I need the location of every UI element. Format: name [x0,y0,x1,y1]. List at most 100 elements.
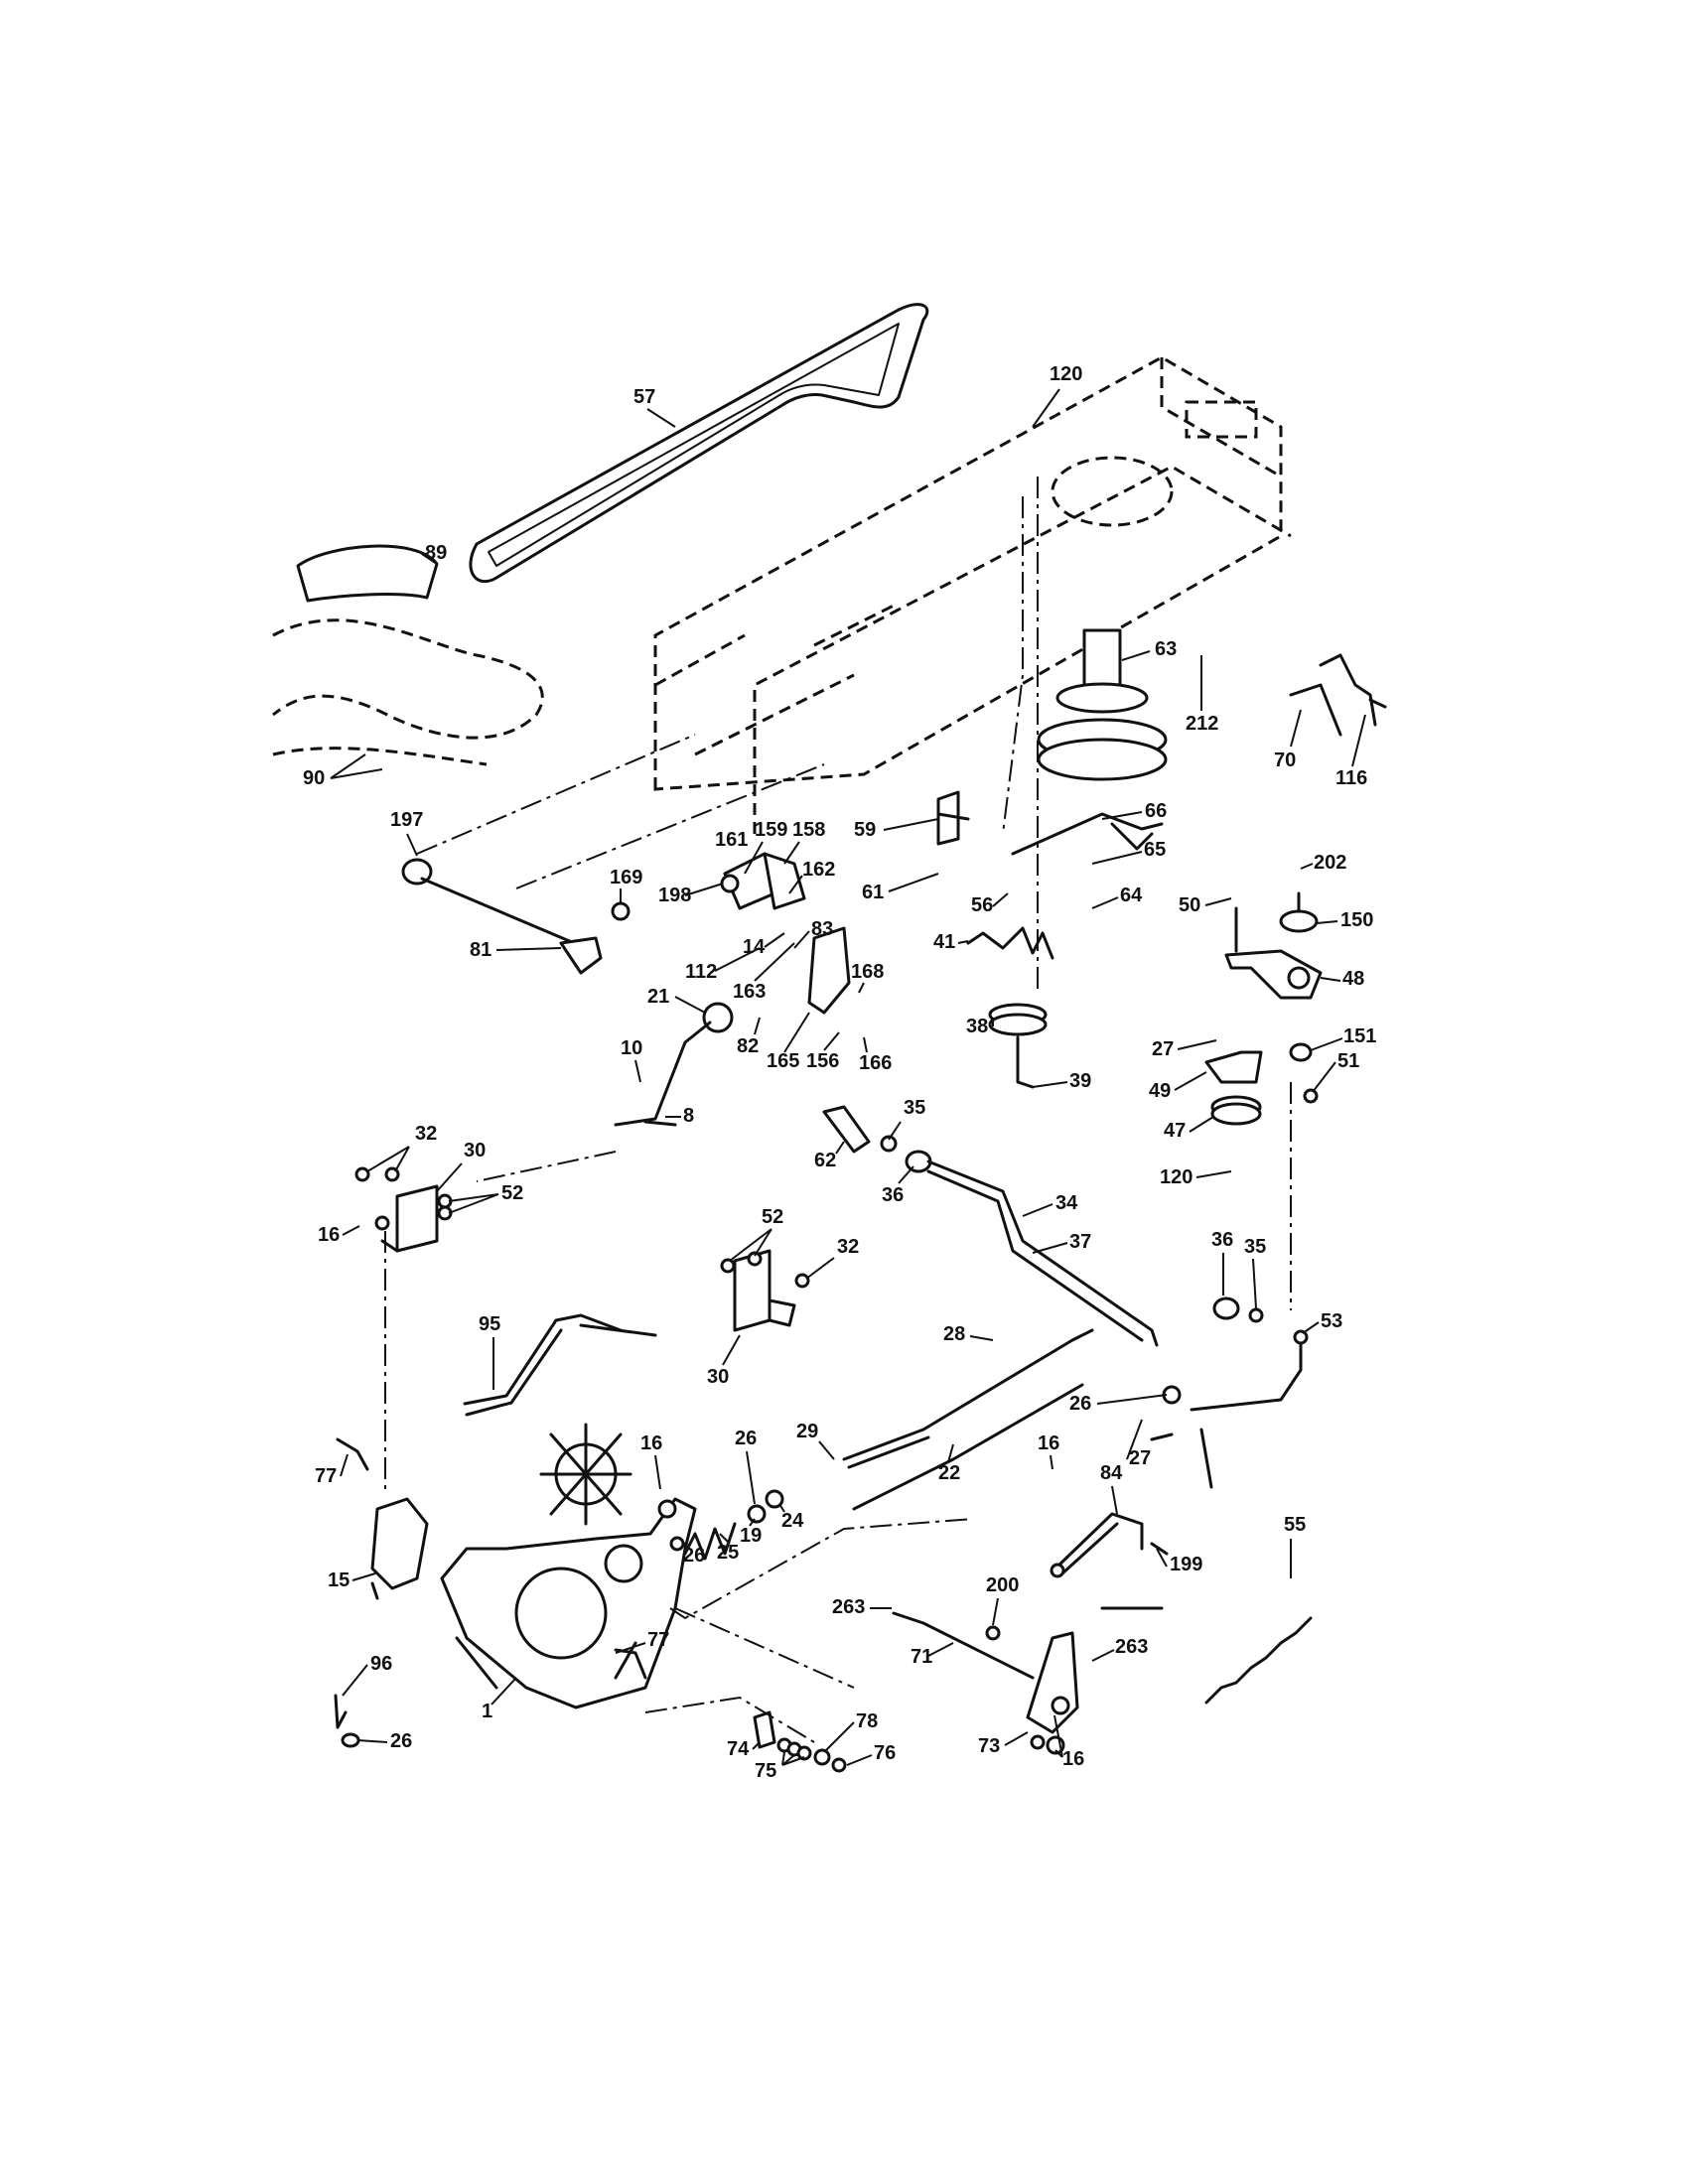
bracket-71-73 [892,1611,1079,1755]
part-label-16b: 16 [1038,1433,1059,1454]
part-label-50: 50 [1179,894,1200,916]
part-label-70: 70 [1274,750,1296,771]
part-label-56: 56 [971,894,993,916]
spring-25-part [683,1522,737,1561]
drive-belt [469,303,929,584]
part-label-32b: 32 [837,1236,859,1258]
part-label-150: 150 [1340,909,1373,931]
part-label-28: 28 [943,1323,965,1345]
part-label-120: 120 [1050,363,1082,385]
part-label-116: 116 [1335,767,1367,789]
part-label-71: 71 [911,1646,932,1668]
knob-part [702,1002,734,1033]
part-label-47: 47 [1164,1120,1186,1142]
part-label-78: 78 [856,1710,878,1732]
part-label-65: 65 [1144,839,1166,861]
part-label-156: 156 [806,1050,839,1072]
part-label-158: 158 [792,819,825,841]
part-label-15: 15 [328,1570,350,1591]
part-label-52b: 52 [762,1206,783,1228]
part-label-89: 89 [425,542,447,564]
part-label-26c: 26 [683,1545,705,1567]
part-label-26d: 26 [390,1730,412,1752]
part-label-163: 163 [733,981,766,1003]
part-label-10: 10 [621,1037,642,1059]
bracket-30-center [720,1249,810,1332]
part-label-30: 30 [464,1140,486,1161]
washer-36-right [1212,1297,1240,1320]
bracket-48 [1224,906,1323,1000]
bracket-part [1289,653,1377,737]
part-label-8: 8 [683,1105,694,1127]
part-label-36b: 36 [1211,1229,1233,1251]
part-label-73: 73 [978,1735,1000,1757]
part-label-169: 169 [610,867,642,888]
part-label-77: 77 [315,1465,337,1487]
spring-part [966,926,1054,960]
part-label-90: 90 [303,767,325,789]
part-label-36: 36 [882,1184,904,1206]
part-label-21: 21 [647,986,669,1008]
part-label-26: 26 [1069,1393,1091,1415]
part-label-76: 76 [874,1742,896,1764]
part-label-61: 61 [862,882,884,903]
part-label-52: 52 [501,1182,523,1204]
bracket-assembly [611,852,806,921]
bracket-165-part [807,926,851,1015]
part-label-35: 35 [904,1097,925,1119]
part-label-84: 84 [1100,1462,1123,1484]
axle-parts [644,1696,847,1773]
bracket-59-part [936,790,970,846]
part-label-197: 197 [390,809,423,831]
part-label-64: 64 [1120,885,1143,906]
part-label-66: 66 [1145,800,1167,822]
part-label-198: 198 [658,885,691,906]
part-label-38: 38 [966,1016,988,1037]
part-label-27b: 27 [1129,1447,1151,1469]
part-label-202: 202 [1314,852,1346,874]
part-label-120b: 120 [1160,1166,1193,1188]
part-label-29: 29 [796,1421,818,1442]
part-label-263: 263 [832,1596,865,1618]
part-label-26b: 26 [735,1428,757,1449]
part-label-41: 41 [933,931,955,953]
part-label-151: 151 [1343,1025,1376,1047]
part-label-83: 83 [811,918,833,940]
part-label-16: 16 [318,1224,340,1246]
part-label-39: 39 [1069,1070,1091,1092]
part-label-161: 161 [715,829,748,851]
part-label-30b: 30 [707,1366,729,1388]
part-label-59: 59 [854,819,876,841]
part-label-48: 48 [1342,968,1364,990]
tractor-frame [653,355,1292,834]
pulley-assembly [1002,477,1168,993]
lever-part [614,1021,712,1127]
part-label-159: 159 [755,819,787,841]
part-label-25: 25 [717,1542,739,1564]
part-label-19: 19 [740,1525,762,1547]
lever-95-part [463,1313,623,1417]
part-label-112: 112 [685,961,717,983]
part-label-51: 51 [1337,1050,1359,1072]
clip-96-part [334,1694,348,1729]
part-label-74: 74 [727,1738,750,1760]
part-label-57: 57 [633,386,655,408]
part-label-62: 62 [814,1150,836,1171]
part-label-16c: 16 [640,1433,662,1454]
callout-labels: 57 120 89 63 212 70 116 90 197 59 66 169… [303,363,1376,1782]
rod-34 [822,1105,1159,1347]
part-label-165: 165 [767,1050,799,1072]
part-label-27: 27 [1152,1038,1174,1060]
transaxle [370,1423,697,1709]
part-label-49: 49 [1149,1080,1171,1102]
part-label-32: 32 [415,1123,437,1145]
part-label-199: 199 [1170,1554,1202,1575]
part-label-75: 75 [755,1760,776,1782]
shift-rod [401,734,825,975]
part-label-96: 96 [370,1653,392,1675]
part-label-34: 34 [1055,1192,1078,1214]
spring-55-part [1204,1616,1313,1705]
part-label-200: 200 [986,1574,1019,1596]
part-label-55: 55 [1284,1514,1306,1536]
